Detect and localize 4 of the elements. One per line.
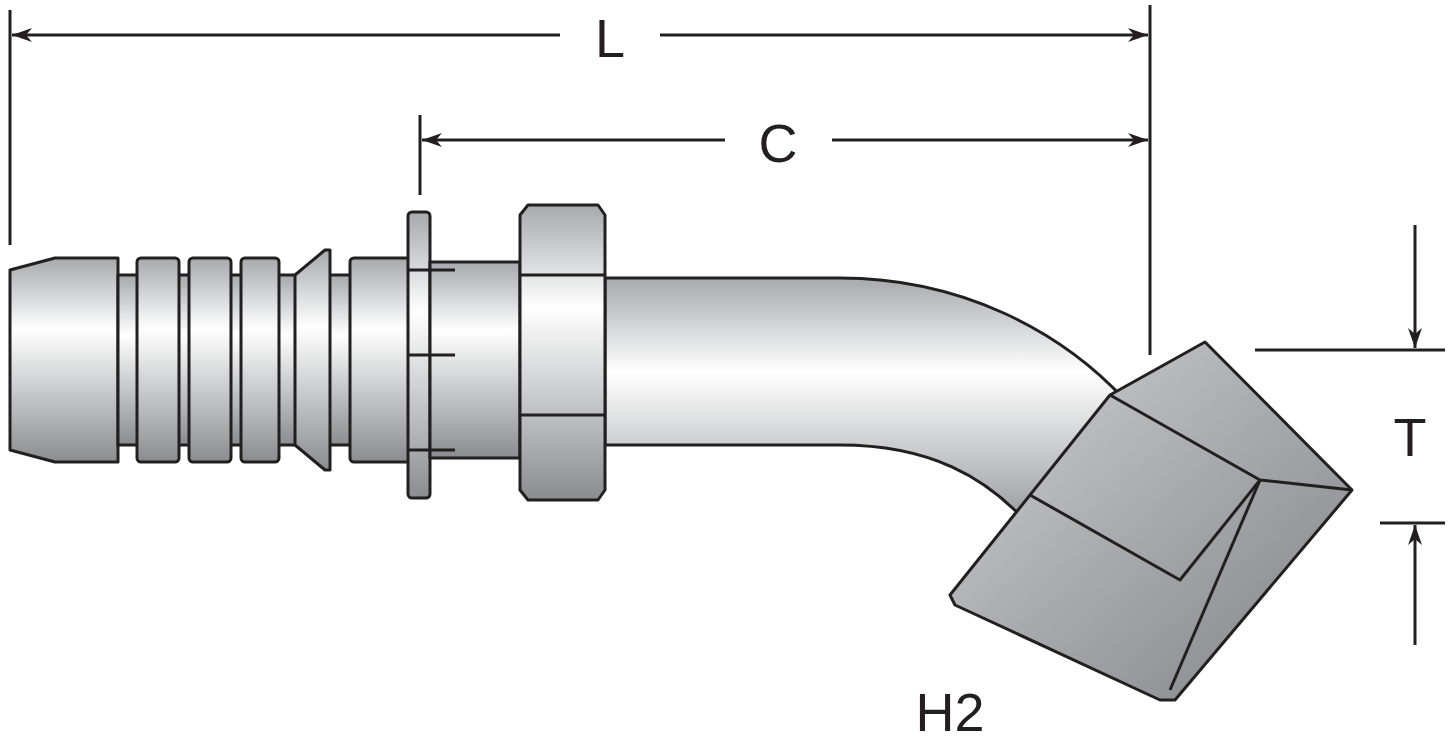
dimension-label: C (758, 116, 798, 170)
dimension-label: T (1393, 410, 1427, 464)
dimension-label: H2 (915, 685, 985, 739)
dimension-label: L (595, 11, 625, 65)
